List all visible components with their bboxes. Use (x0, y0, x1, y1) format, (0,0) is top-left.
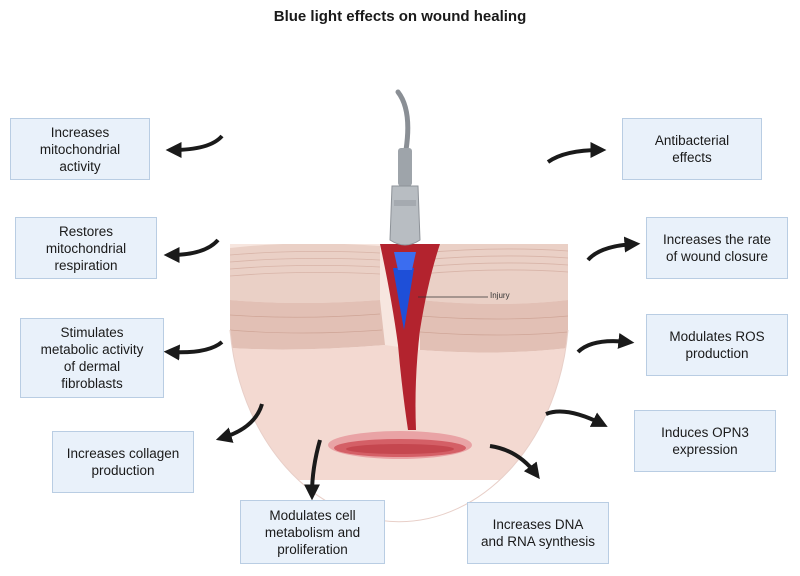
effect-line: Increases collagen (66, 446, 180, 461)
effect-box-wound-closure: Increases the rate of wound closure (646, 217, 788, 279)
effect-line: expression (672, 442, 738, 457)
effect-box-antibacterial: Antibacterial effects (622, 118, 762, 180)
effect-line: Increases DNA (492, 517, 584, 532)
effect-line: production (91, 463, 155, 478)
effect-line: production (685, 346, 749, 361)
diagram-title: Blue light effects on wound healing (273, 8, 527, 25)
effect-line: fibroblasts (61, 376, 123, 391)
effect-line: metabolism and (264, 524, 361, 540)
effect-line: Stimulates (60, 325, 124, 340)
effect-line: Induces OPN3 (661, 425, 749, 440)
effect-box-collagen-production: Increases collagen production (52, 431, 194, 493)
effect-line: Antibacterial (654, 133, 730, 148)
effect-line: proliferation (277, 541, 348, 557)
effect-box-opn3-expression: Induces OPN3 expression (634, 410, 776, 472)
effect-line: of dermal (63, 359, 121, 374)
effect-box-dna-rna-synthesis: Increases DNA and RNA synthesis (467, 502, 609, 564)
effect-line: Increases the rate (662, 232, 772, 247)
effect-line: Modulates cell (269, 507, 356, 523)
effect-box-ros-production: Modulates ROS production (646, 314, 788, 376)
skin-tissue (230, 244, 568, 480)
effect-line: Increases (50, 124, 110, 140)
effect-line: Modulates ROS (669, 329, 765, 344)
effect-box-fibroblast-activity: Stimulates metabolic activity of dermal fib… (20, 318, 164, 398)
effect-line: metabolic activity (40, 342, 144, 357)
effect-line: mitochondrial (39, 141, 121, 157)
effect-line: and RNA synthesis (480, 534, 596, 549)
effect-line: activity (59, 158, 101, 174)
effect-line: effects (672, 150, 712, 165)
effect-line: Restores (58, 223, 113, 239)
effect-line: of wound closure (665, 249, 769, 264)
injury-label: Injury (490, 291, 510, 300)
effect-line: mitochondrial (45, 240, 127, 256)
effect-line: respiration (54, 257, 118, 273)
